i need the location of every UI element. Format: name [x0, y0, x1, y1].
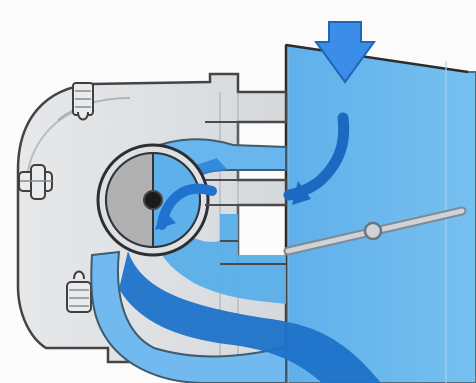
lever-pivot: [365, 223, 381, 239]
rotor-hub: [144, 191, 162, 209]
bolt-top: [73, 83, 93, 120]
rotor-housing: [98, 145, 208, 255]
